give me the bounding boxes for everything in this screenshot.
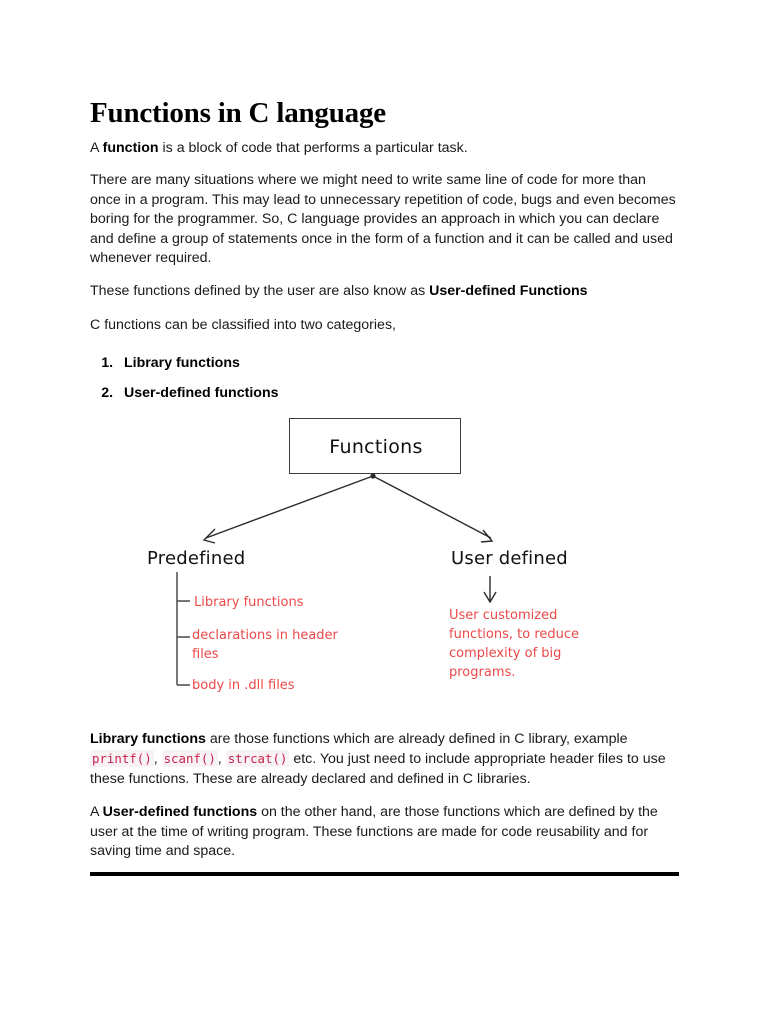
user-defined-note-prefix: These functions defined by the user are … [90, 283, 430, 300]
library-paragraph-part1: are those functions which are already de… [205, 731, 628, 747]
list-item: Library functions [117, 355, 680, 371]
lead-prefix: A [90, 140, 103, 156]
user-defined-bold: User-defined functions [102, 804, 258, 821]
diagram-annotation-user-customized: User customized functions, to reduce com… [449, 608, 580, 680]
document-body: Functions in C language A function is a … [90, 96, 680, 415]
code-separator-2: , [217, 751, 226, 768]
arrow-head-left [202, 528, 216, 544]
user-defined-functions-paragraph: A User-defined functions on the other ha… [90, 803, 682, 861]
code-scanf: scanf() [161, 750, 218, 768]
arrow-line-left [205, 475, 374, 539]
horizontal-rule [90, 872, 679, 876]
code-separator-1: , [153, 751, 162, 768]
document-footer-body: Library functions are those functions wh… [90, 730, 682, 875]
lead-paragraph: A function is a block of code that perfo… [90, 139, 680, 158]
arrow-head-down [483, 591, 497, 604]
diagram-label-predefined: Predefined [147, 548, 246, 569]
list-item: User-defined functions [117, 385, 680, 401]
user-defined-note-bold: User-defined Functions [429, 283, 588, 300]
user-defined-text: on the other hand, are those functions w… [90, 804, 658, 860]
user-defined-prefix: A [90, 804, 103, 821]
diagram-root-box: Functions [289, 418, 461, 474]
library-paragraph-part2: etc. You just need to include appropriat… [90, 751, 666, 787]
arrow-head-right [480, 529, 494, 543]
body-paragraph: There are many situations where we might… [90, 172, 676, 267]
diagram-label-user-defined: User defined [451, 548, 568, 569]
page-title: Functions in C language [90, 97, 386, 129]
arrow-line-right [372, 475, 492, 539]
categories-intro: C functions can be classified into two c… [90, 316, 396, 333]
diagram-annotation-declarations: declarations in header files [192, 628, 338, 662]
code-printf: printf() [90, 750, 154, 768]
library-functions-bold: Library functions [90, 731, 206, 747]
code-strcat: strcat() [225, 750, 290, 768]
lead-suffix: is a block of code that performs a parti… [158, 140, 468, 156]
library-functions-paragraph: Library functions are those functions wh… [90, 730, 682, 789]
diagram-root-label: Functions [329, 436, 423, 458]
category-list: Library functions User-defined functions [90, 355, 680, 401]
diagram-annotation-library-functions: Library functions [194, 595, 304, 610]
lead-bold-term: function [102, 140, 159, 156]
diagram-annotation-dll-body: body in .dll files [192, 678, 295, 693]
user-defined-note: These functions defined by the user are … [90, 282, 680, 301]
